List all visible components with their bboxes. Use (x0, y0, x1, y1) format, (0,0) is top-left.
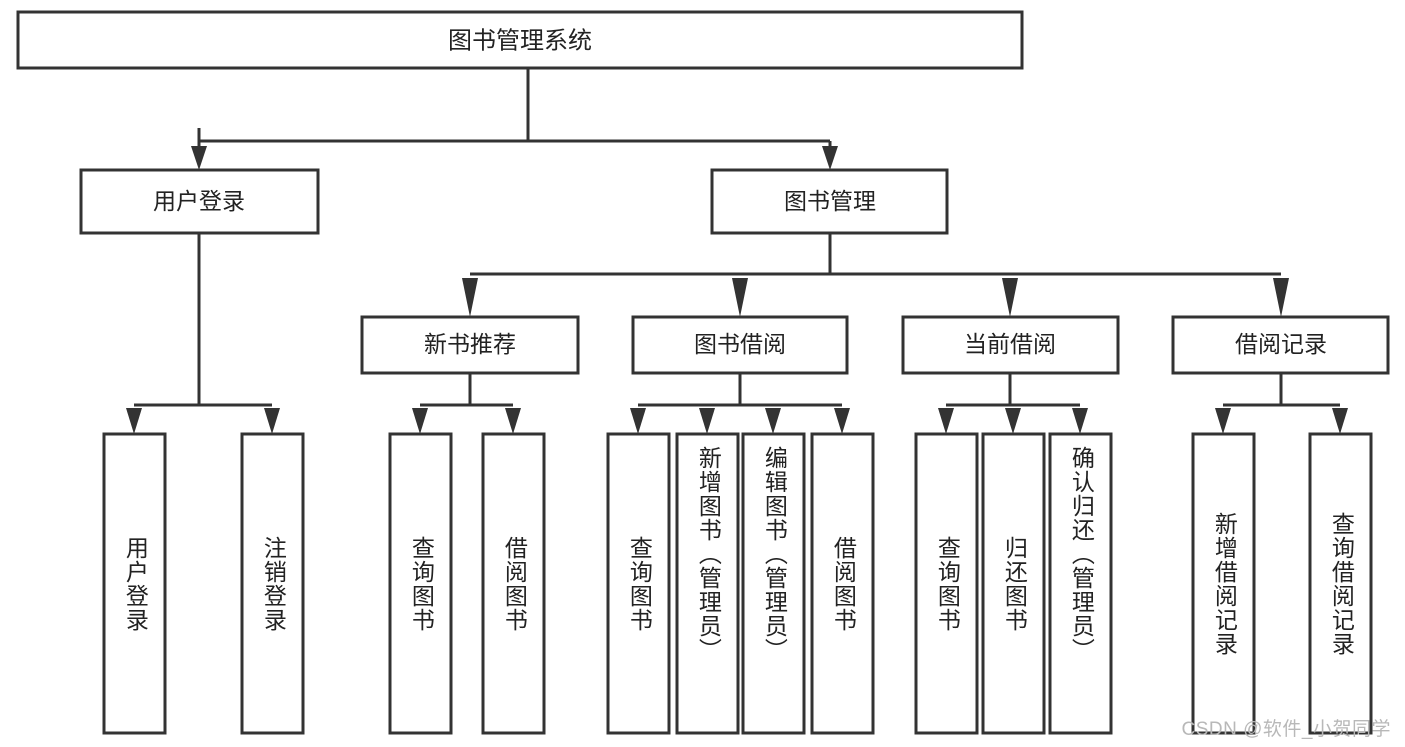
arrow-head-bb-leaf3 (765, 408, 781, 434)
arrow-head-cb-leaf3 (1072, 408, 1088, 434)
leaf-box-nb-borrow-book[interactable] (481, 432, 546, 735)
node-user-login-box[interactable] (79, 168, 320, 235)
arrow-head-user-login-leaf2 (264, 408, 280, 434)
arrow-head-nb-leaf1 (412, 408, 428, 434)
arrow-head-current (1002, 278, 1018, 317)
node-borrow-record[interactable]: 借阅记录 (1171, 315, 1390, 375)
node-borrow-record-box[interactable] (1171, 315, 1390, 375)
node-new-book-recommend[interactable]: 新书推荐 (360, 315, 580, 375)
leaf-box-bb-edit-book[interactable] (741, 432, 806, 735)
leaf-box-logout[interactable] (240, 432, 305, 735)
node-book-borrow-label: 图书借阅 (694, 331, 786, 357)
arrow-head-user-login-leaf1 (126, 408, 142, 434)
arrow-head-book-mgmt (822, 146, 838, 170)
leaf-box-bb-query-book[interactable] (606, 432, 671, 735)
leaf-box-nb-query-book[interactable] (388, 432, 453, 735)
connectors-user-login-to-leaves (126, 233, 280, 434)
arrow-head-new-book (462, 278, 478, 317)
node-book-borrow[interactable]: 图书借阅 (631, 315, 849, 375)
watermark-text: CSDN @软件_小贺同学 (1181, 719, 1391, 740)
arrow-head-bb-leaf2 (699, 408, 715, 434)
connectors-book-mgmt-to-level3 (462, 233, 1289, 317)
leaf-box-br-add-record[interactable] (1191, 432, 1256, 735)
arrow-head-record (1273, 278, 1289, 317)
node-user-login[interactable]: 用户登录 (79, 168, 320, 235)
arrow-head-br-leaf2 (1332, 408, 1348, 434)
leaf-box-cb-return-book[interactable] (981, 432, 1046, 735)
arrow-head-nb-leaf2 (505, 408, 521, 434)
node-user-login-label: 用户登录 (153, 188, 245, 214)
node-new-book-recommend-label: 新书推荐 (424, 331, 516, 357)
node-root[interactable]: 图书管理系统 (16, 10, 1024, 70)
arrow-head-bb-leaf1 (630, 408, 646, 434)
node-book-borrow-box[interactable] (631, 315, 849, 375)
leaf-box-user-login[interactable] (102, 432, 167, 735)
connectors-borrow-to-leaves (630, 373, 850, 434)
leaf-box-bb-borrow-book[interactable] (810, 432, 875, 735)
connectors-record-to-leaves (1215, 373, 1348, 434)
arrow-head-br-leaf1 (1215, 408, 1231, 434)
arrow-head-bb-leaf4 (834, 408, 850, 434)
node-book-management-box[interactable] (710, 168, 949, 235)
leaf-box-br-query-record[interactable] (1308, 432, 1373, 735)
leaf-box-cb-confirm-return[interactable] (1048, 432, 1113, 735)
node-current-borrow-label: 当前借阅 (964, 331, 1056, 357)
node-root-box[interactable] (16, 10, 1024, 70)
arrow-head-cb-leaf2 (1005, 408, 1021, 434)
arrow-head-user-login (191, 146, 207, 170)
node-root-label: 图书管理系统 (448, 27, 592, 54)
connectors-current-to-leaves (938, 373, 1088, 434)
arrow-head-cb-leaf1 (938, 408, 954, 434)
connectors-root-to-level2 (191, 68, 838, 170)
node-book-management-label: 图书管理 (784, 188, 876, 214)
node-new-book-recommend-box[interactable] (360, 315, 580, 375)
node-current-borrow[interactable]: 当前借阅 (901, 315, 1120, 375)
leaf-boxes (102, 432, 1373, 735)
node-book-management[interactable]: 图书管理 (710, 168, 949, 235)
node-current-borrow-box[interactable] (901, 315, 1120, 375)
connectors-new-book-to-leaves (412, 373, 521, 434)
node-borrow-record-label: 借阅记录 (1235, 331, 1327, 357)
arrow-head-borrow (732, 278, 748, 317)
leaf-box-cb-query-book[interactable] (914, 432, 979, 735)
leaf-box-bb-add-book[interactable] (675, 432, 740, 735)
